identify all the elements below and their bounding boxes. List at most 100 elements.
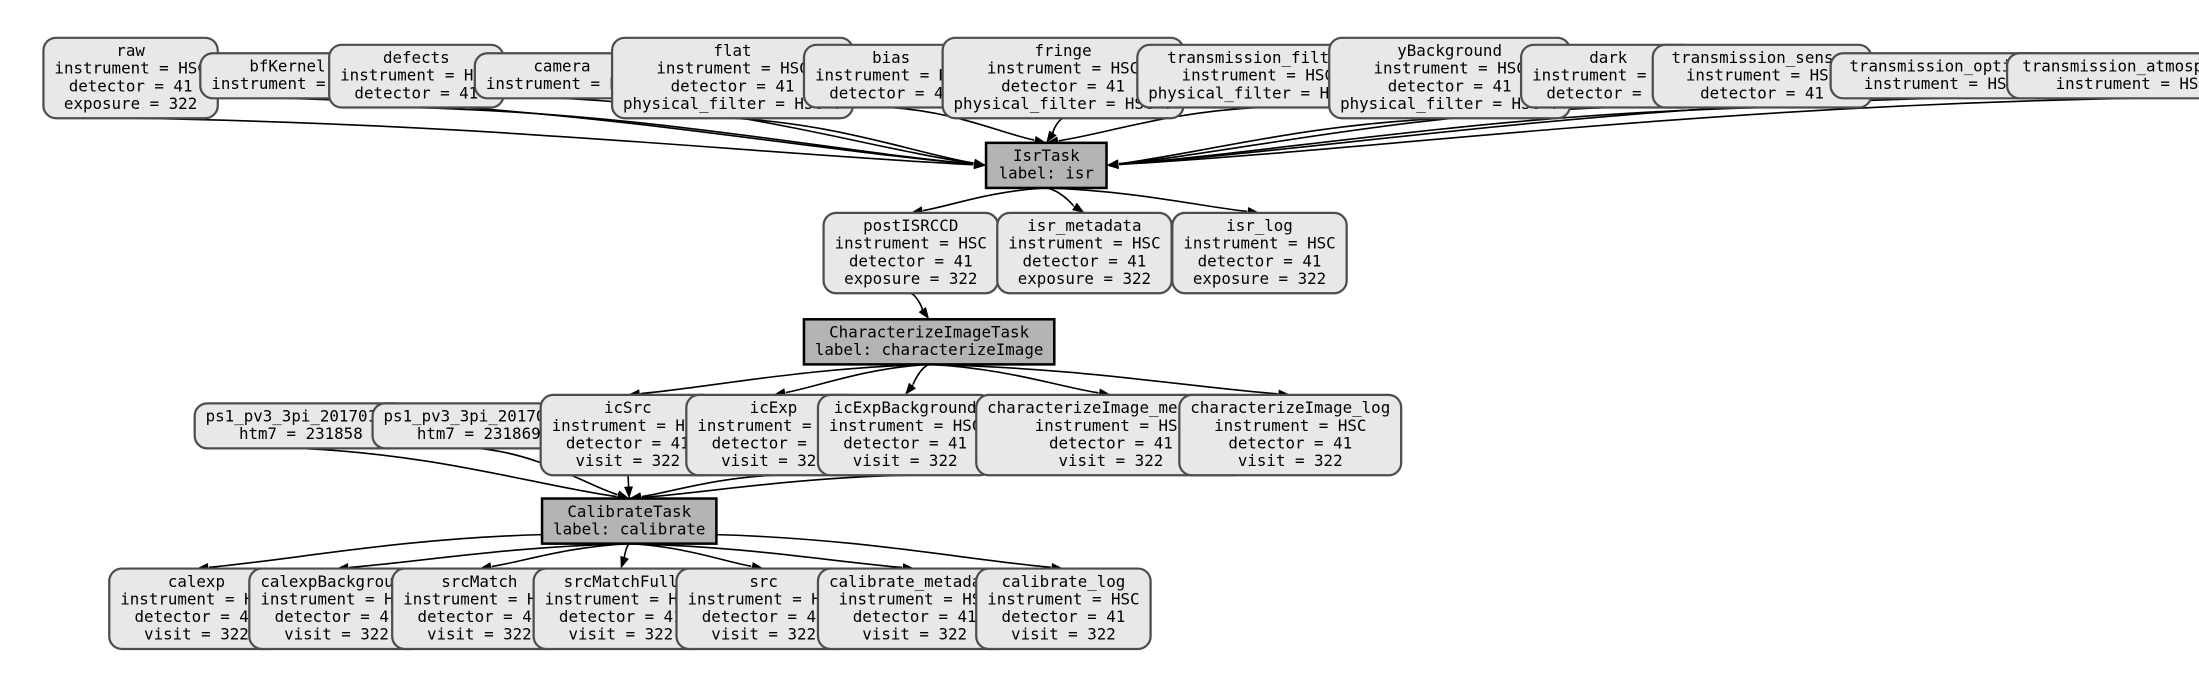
graph-node-transmission_atmosphere[interactable]: transmission_atmosphereinstrument = HSC	[2005, 52, 2199, 100]
node-text-line: calibrate_log	[1002, 572, 1126, 591]
node-text-line: visit = 322	[568, 625, 673, 644]
node-text-line: transmission_sensor	[1672, 48, 1853, 67]
node-text-line: camera	[533, 56, 590, 75]
graph-edge	[491, 542, 630, 568]
node-text-line: CharacterizeImageTask	[829, 323, 1029, 342]
node-text-line: detector = 41	[1002, 607, 1126, 626]
node-text-line: instrument = HSC	[656, 59, 808, 78]
node-text-line: visit = 322	[853, 451, 958, 470]
node-text-line: instrument = HSC	[1214, 416, 1366, 435]
node-text-line: instrument = HSC	[403, 589, 555, 608]
node-text-line: visit = 322	[721, 451, 826, 470]
graph-edge	[348, 542, 630, 569]
graph-edge	[629, 542, 903, 569]
graph-edge	[891, 106, 1035, 141]
graph-edge	[1058, 106, 1258, 142]
node-text-line: fringe	[1034, 41, 1091, 60]
dataset-node-box	[975, 567, 1152, 651]
dataset-node-box	[2005, 52, 2199, 100]
graph-edge	[640, 363, 930, 395]
node-text-line: detector = 41	[712, 433, 836, 452]
edge-arrowhead	[905, 382, 917, 395]
node-text-line: visit = 322	[711, 625, 816, 644]
node-text-line: instrument = HSC	[211, 74, 363, 93]
node-text-line: icExp	[750, 398, 798, 417]
node-text-line: instrument = HSC	[120, 589, 272, 608]
node-text-line: detector = 41	[849, 251, 973, 270]
node-text-line: instrument = HSC	[987, 589, 1139, 608]
node-text-line: IsrTask	[1013, 146, 1080, 165]
node-text-line: transmission_filter	[1167, 48, 1348, 67]
node-text-line: instrument = HSC	[1686, 66, 1838, 85]
node-text-line: instrument = HSC	[697, 416, 849, 435]
edge-arrowhead	[1072, 202, 1085, 213]
node-text-line: isr_log	[1226, 216, 1293, 235]
node-text-line: instrument = HSC	[552, 416, 704, 435]
graph-edge	[1119, 97, 2132, 166]
graph-edge	[641, 474, 906, 499]
graph-edge	[912, 363, 930, 386]
dataset-node-box	[1171, 211, 1348, 295]
node-text-line: instrument = HSC	[260, 589, 412, 608]
node-text-line: instrument = HSC	[340, 66, 492, 85]
node-text-line: label: characterizeImage	[815, 340, 1044, 359]
graph-edge	[716, 533, 1051, 569]
node-text-line: instrument = HSC	[838, 589, 990, 608]
node-text-line: exposure = 322	[1193, 269, 1326, 288]
node-text-line: detector = 41	[1023, 251, 1147, 270]
node-text-line: visit = 322	[427, 625, 532, 644]
node-text-line: CalibrateTask	[567, 502, 691, 521]
node-text-line: icSrc	[604, 398, 652, 417]
edge-arrowhead	[624, 486, 633, 499]
node-text-line: detector = 41	[1700, 83, 1824, 102]
node-text-line: ps1_pv3_3pi_20170110	[206, 407, 396, 426]
node-text-line: instrument = HSC	[1532, 66, 1684, 85]
node-text-line: detector = 41	[1228, 433, 1352, 452]
node-text-line: instrument = HSC	[688, 589, 840, 608]
node-text-line: detector = 41	[843, 433, 967, 452]
node-text-line: isr_metadata	[1027, 216, 1141, 235]
graph-edge	[623, 543, 630, 559]
graph-edge	[785, 363, 930, 394]
node-text-line: visit = 322	[1059, 451, 1164, 470]
node-text-line: instrument = HSC	[1183, 234, 1335, 253]
graph-edge	[1046, 187, 1075, 207]
node-text-line: instrument = HSC	[1373, 59, 1525, 78]
node-text-line: icExpBackground	[834, 398, 977, 417]
node-text-line: detector = 41	[671, 76, 795, 95]
node-text-line: htm7 = 231858	[239, 424, 363, 443]
node-text-line: physical_filter = HSC-Y	[1148, 83, 1367, 102]
graph-edge	[1046, 187, 1248, 213]
node-text-line: detector = 41	[275, 607, 399, 626]
graph-edge	[1051, 117, 1064, 134]
node-text-line: instrument = HSC	[1008, 234, 1160, 253]
node-text-line: calexpBackground	[260, 572, 412, 591]
